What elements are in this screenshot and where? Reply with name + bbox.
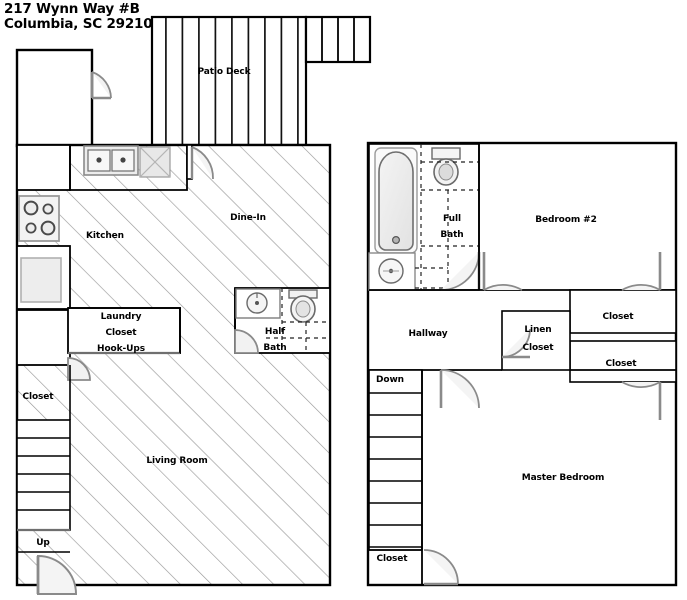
room-label-hallway: Hallway bbox=[408, 329, 448, 339]
room-label-living-room: Living Room bbox=[146, 456, 208, 466]
room-label-half: Half bbox=[264, 327, 286, 337]
half-bath-area bbox=[234, 287, 331, 354]
room-label-closet-master: Closet bbox=[376, 554, 408, 564]
bedroom-2-door bbox=[482, 252, 523, 291]
deck-stair-treads bbox=[321, 17, 355, 62]
room-label-full-bath: Bath bbox=[440, 230, 464, 240]
room-label-bedroom-2: Bedroom #2 bbox=[535, 215, 597, 225]
address-line-1: 217 Wynn Way #B bbox=[4, 1, 140, 17]
room-label-closet-right-upper: Closet bbox=[602, 312, 634, 322]
full-bath-area bbox=[368, 143, 481, 291]
main-entry-door bbox=[36, 554, 78, 595]
half-bath-toilet bbox=[288, 289, 318, 323]
room-label-stairs-down: Down bbox=[376, 375, 404, 385]
stove-range bbox=[18, 195, 60, 242]
patio-deck-area bbox=[150, 15, 372, 147]
stairs-down bbox=[368, 369, 423, 551]
half-bath-door bbox=[234, 329, 259, 354]
room-label-linen-closet: Closet bbox=[522, 343, 554, 353]
full-bath-tile-grid bbox=[415, 144, 479, 290]
room-label-bath: Bath bbox=[263, 343, 287, 353]
master-bedroom-door bbox=[439, 369, 480, 409]
main-stairs-up bbox=[16, 419, 71, 553]
room-label-closet-left: Closet bbox=[22, 392, 54, 402]
right-unit-upper-level bbox=[366, 141, 678, 587]
left-unit-main-level bbox=[15, 15, 372, 595]
room-label-stairs-up: Up bbox=[36, 538, 50, 548]
laundry-door bbox=[67, 357, 91, 381]
patio-door bbox=[186, 144, 214, 180]
room-label-master-bedroom: Master Bedroom bbox=[521, 473, 605, 483]
front-porch bbox=[15, 48, 112, 148]
room-label-laundry-hookups: Hook-Ups bbox=[97, 344, 145, 354]
room-label-laundry: Laundry bbox=[100, 312, 142, 322]
closet-right-upper bbox=[569, 252, 677, 334]
full-bath-sink bbox=[368, 252, 416, 291]
address-line-2: Columbia, SC 29210 bbox=[4, 16, 153, 32]
room-label-linen: Linen bbox=[524, 325, 552, 335]
laundry-closet bbox=[67, 307, 181, 355]
bathtub bbox=[374, 147, 418, 254]
room-label-dine-in: Dine-In bbox=[230, 213, 266, 223]
master-closet bbox=[369, 549, 459, 586]
refrigerator bbox=[20, 257, 62, 303]
porch-door-arc bbox=[91, 71, 112, 99]
room-label-patio-deck: Patio Deck bbox=[197, 67, 251, 77]
room-label-full: Full bbox=[443, 214, 461, 224]
room-label-kitchen: Kitchen bbox=[86, 231, 124, 241]
linen-closet bbox=[501, 310, 571, 371]
room-label-closet-right-lower: Closet bbox=[605, 359, 637, 369]
half-bath-tile-grid bbox=[266, 288, 330, 353]
full-bath-toilet bbox=[431, 147, 461, 186]
room-label-laundry-closet: Closet bbox=[105, 328, 137, 338]
closet-right-lower bbox=[569, 340, 677, 420]
